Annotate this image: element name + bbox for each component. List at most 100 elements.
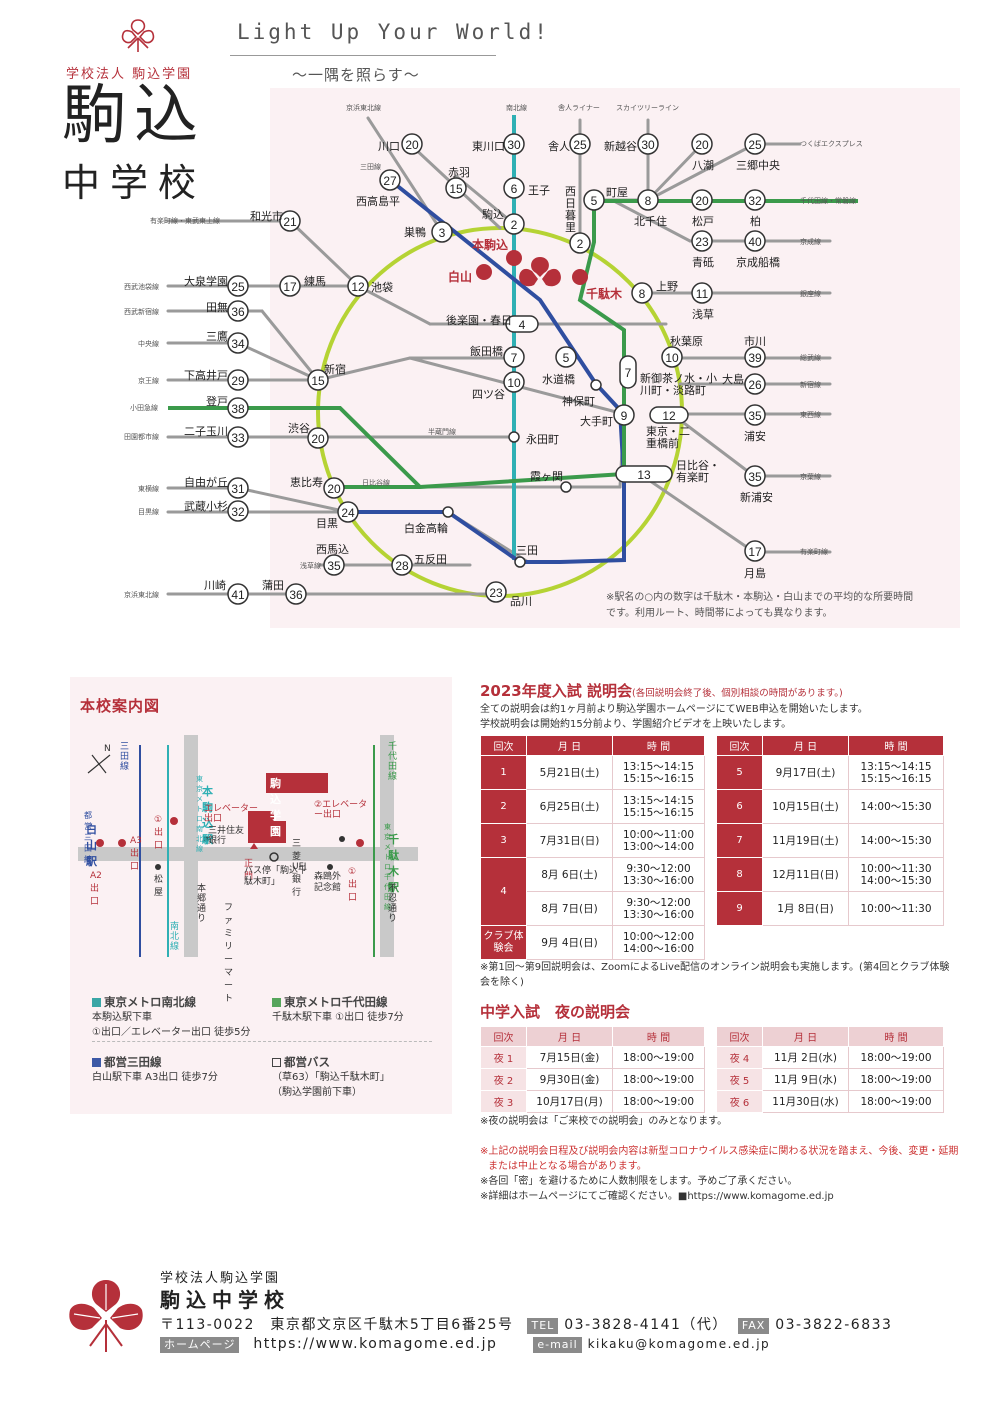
route-bus: 都営バス （草63）「駒込千駄木町」 （駒込学園前下車）: [272, 1055, 390, 1100]
footer-tel[interactable]: 03-3828-4141（代）: [564, 1317, 728, 1333]
station-name: 本駒込駅: [202, 785, 213, 846]
station-label: 北千住: [634, 215, 667, 228]
svg-text:5: 5: [563, 351, 570, 365]
events-note: ※第1回〜第9回説明会は、ZoomによるLive配信のオンライン説明会も実施しま…: [480, 962, 950, 988]
station-label: 市川: [744, 335, 766, 348]
station-label: 目黒: [316, 517, 338, 530]
station-label: 赤羽: [448, 166, 470, 179]
station-label: 西馬込: [316, 543, 349, 556]
footer-corp: 学校法人駒込学園: [160, 1271, 281, 1286]
route-detail: 白山駅下車 A3出口 徒歩7分: [92, 1072, 218, 1083]
footer-school-name: 駒込中学校: [160, 1288, 290, 1312]
landmark-label: 森鴎外記念館: [314, 872, 342, 893]
tagline: Light Up Your World!: [237, 20, 550, 44]
station-label: 柏: [750, 215, 761, 228]
station-label: 五反田: [414, 553, 447, 566]
svg-text:11: 11: [696, 287, 709, 301]
svg-text:28: 28: [395, 559, 409, 573]
svg-text:17: 17: [748, 545, 762, 559]
line-label: 南北線: [170, 922, 180, 952]
svg-text:23: 23: [489, 586, 503, 600]
line-label: 新宿線: [800, 381, 821, 389]
events-intro-2: 学校説明会は開始約15分前より、学園紹介ビデオを上映いたします。: [480, 719, 792, 730]
svg-text:20: 20: [311, 432, 325, 446]
route-title: 東京メトロ南北線: [104, 995, 196, 1009]
mail-badge: e-mail: [533, 1337, 582, 1353]
tel-badge: TEL: [527, 1318, 559, 1334]
station-label: 後楽園・春日: [446, 314, 512, 327]
events-title: 2023年度入試 説明会(各回説明会終了後、個別相談の時間があります。): [480, 682, 843, 700]
footer-mail-link[interactable]: kikaku@komagome.ed.jp: [587, 1337, 771, 1351]
route-map: 20 30 25 30 20 25 27 15 6 5 8 20 32 21 2…: [166, 115, 858, 605]
route-detail: （草63）「駒込千駄木町」: [272, 1072, 390, 1083]
caution-1: ※上記の説明会日程及び説明会内容は新型コロナウイルス感染症に関わる状況を踏まえ、…: [480, 1146, 959, 1157]
table-header: 月 日: [526, 735, 613, 756]
svg-text:35: 35: [748, 470, 762, 484]
route-detail: 千駄木駅下車 ①出口 徒歩7分: [272, 1012, 404, 1023]
station-label: 品川: [510, 595, 532, 608]
station-label: 恵比寿: [290, 476, 323, 489]
caution-4[interactable]: ※詳細はホームページにてご確認ください。■https://www.komagom…: [480, 1191, 834, 1202]
line-label: 南北線: [506, 104, 527, 112]
table-header: 回次: [480, 1026, 527, 1047]
svg-text:12: 12: [662, 409, 676, 423]
svg-text:31: 31: [231, 482, 245, 496]
svg-text:17: 17: [283, 280, 297, 294]
table-header: 時 間: [612, 735, 705, 756]
station-label: 自由が丘: [184, 476, 228, 489]
svg-text:20: 20: [695, 194, 709, 208]
svg-text:35: 35: [327, 559, 341, 573]
station-label: 蒲田: [262, 579, 284, 592]
svg-text:25: 25: [231, 280, 245, 294]
svg-text:20: 20: [327, 482, 341, 496]
station-label: 京成船橋: [736, 256, 780, 269]
footer-fax: 03-3822-6833: [775, 1317, 893, 1333]
table-header: 月 日: [762, 1026, 849, 1047]
station-label: 町屋: [606, 186, 628, 199]
station-label: 新御茶ノ水・小川町・淡路町: [640, 372, 717, 397]
square-icon: [272, 1058, 281, 1067]
exit-label: A3出口: [130, 836, 142, 872]
footer-address: 〒113-0022 東京都文京区千駄木5丁目6番25号: [160, 1317, 514, 1333]
footer-web-link[interactable]: https://www.komagome.ed.jp: [253, 1336, 498, 1352]
station-label: 新宿: [324, 363, 346, 376]
exit-label: ②エレベーター出口: [314, 800, 368, 820]
station-label: 松戸: [692, 215, 714, 228]
line-label: 西武池袋線: [124, 283, 159, 291]
line-label: 京成線: [800, 238, 821, 246]
school-title: 駒込: [62, 79, 206, 153]
square-icon: [92, 998, 101, 1007]
station-label: 日比谷・有楽町: [676, 459, 720, 484]
line-label: 東西線: [800, 411, 821, 419]
station-label: 神保町: [562, 395, 595, 408]
route-detail: ①出口／エレベーター出口 徒歩5分: [92, 1027, 251, 1038]
station-label: 白金高輪: [404, 522, 448, 535]
svg-text:27: 27: [383, 174, 397, 188]
svg-text:7: 7: [511, 351, 518, 365]
footer-logo-icon: [69, 1280, 143, 1352]
svg-text:23: 23: [695, 235, 709, 249]
station-label: 大泉学園: [184, 275, 228, 288]
line-label: スカイツリーライン: [616, 104, 679, 112]
svg-text:33: 33: [231, 431, 245, 445]
station-label: 巣鴨: [404, 226, 426, 239]
station-label: 上野: [656, 280, 678, 293]
station-label: 浦安: [744, 430, 766, 443]
exit-label: エレベーター出口: [204, 804, 259, 824]
station-sub: 東京メトロ千代田線: [384, 823, 391, 911]
events-intro-1: 全ての説明会は約1ヶ月前より駒込学園ホームページにてWEB申込を開始いたします。: [480, 704, 868, 715]
station-sub: 都営三田線: [84, 811, 92, 864]
station-sub: 東京メトロ南北線: [196, 775, 203, 853]
route-detail: （駒込学園前下車）: [272, 1087, 362, 1098]
exit-label: A2出口: [90, 871, 102, 907]
station-label: 王子: [528, 184, 550, 197]
station-label: 八潮: [692, 159, 714, 172]
station-label: 西日暮里: [565, 185, 576, 234]
landmark-label: 松屋: [154, 875, 164, 898]
street-label: 不忍通り: [388, 884, 398, 924]
